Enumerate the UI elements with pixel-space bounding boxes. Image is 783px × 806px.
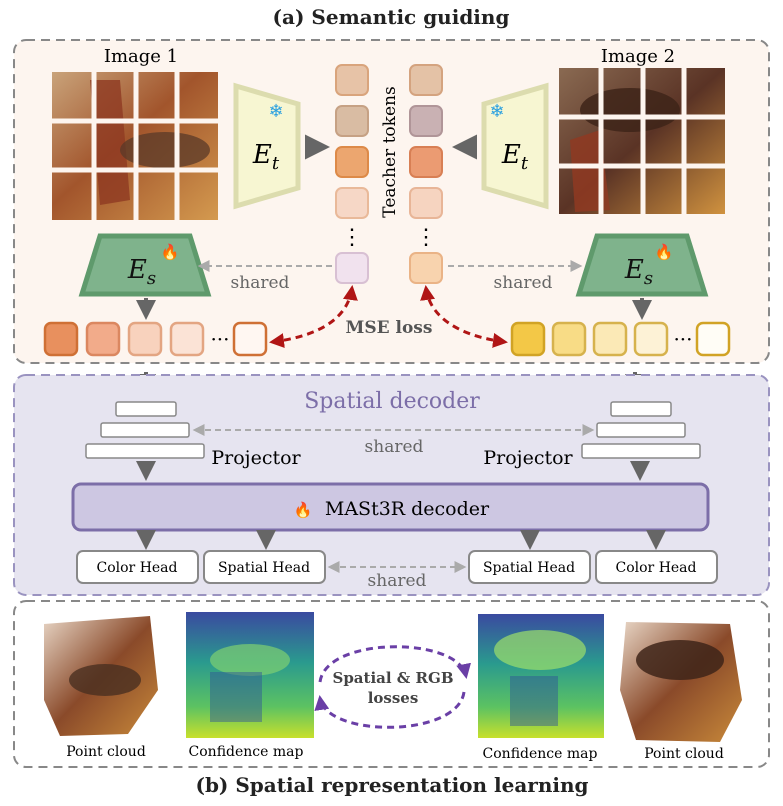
image1-patches (52, 72, 218, 220)
teacher-tokens-right: ⋮ (409, 64, 443, 284)
title-semantic-guiding: (a) Semantic guiding (273, 5, 510, 29)
svg-text:Color Head: Color Head (97, 560, 178, 576)
spatial-decoder-title: Spatial decoder (304, 389, 480, 414)
teacher-tokens-left: ⋮ (335, 64, 369, 284)
student-tokens-right: ··· (510, 321, 731, 357)
teacher-encoder-left: ❄ Et (233, 82, 301, 210)
image1-label: Image 1 (104, 46, 178, 67)
svg-text:···: ··· (673, 327, 692, 351)
mse-loss-label: MSE loss (346, 318, 433, 338)
fire-icon: 🔥 (655, 243, 674, 261)
svg-text:Et: Et (501, 140, 529, 174)
svg-text:···: ··· (210, 327, 229, 351)
point-cloud-image-left (44, 616, 158, 736)
projector-label-left: Projector (211, 447, 301, 469)
head-color-left: Color Head (76, 550, 199, 584)
mse-arrow-right (420, 285, 508, 348)
mse-arrow-left (269, 285, 358, 348)
svg-text:Spatial Head: Spatial Head (218, 560, 310, 576)
mast3r-decoder (71, 482, 710, 532)
projector-label-right: Projector (483, 447, 573, 469)
svg-text:⋮: ⋮ (341, 225, 363, 250)
loss-loop-bottom (314, 691, 466, 729)
snowflake-icon: ❄ (489, 101, 504, 122)
loss-loop-top (318, 645, 471, 683)
head-spatial-left: Spatial Head (203, 550, 326, 584)
svg-text:⋮: ⋮ (415, 225, 437, 250)
projector-right (581, 401, 701, 459)
fire-icon: 🔥 (161, 243, 180, 261)
loss-label-line2: losses (368, 689, 419, 707)
svg-text:Color Head: Color Head (616, 560, 697, 576)
snowflake-icon: ❄ (268, 101, 283, 122)
fire-icon: 🔥 (294, 501, 313, 519)
title-spatial-learning: (b) Spatial representation learning (195, 773, 588, 797)
confidence-map-image-left (186, 612, 314, 738)
shared-label-right: shared (494, 273, 553, 293)
head-color-right: Color Head (595, 550, 718, 584)
student-tokens-left: ··· (43, 321, 268, 357)
heads-shared-label: shared (368, 571, 427, 591)
mast3r-label: MASt3R decoder (325, 498, 490, 520)
loss-label-line1: Spatial & RGB (332, 669, 453, 687)
student-encoder-right: Es 🔥 (575, 233, 709, 297)
head-spatial-right: Spatial Head (468, 550, 591, 584)
svg-text:Et: Et (252, 140, 280, 174)
projector-shared-label: shared (365, 437, 424, 457)
image2-label: Image 2 (601, 46, 675, 67)
shared-label-left: shared (231, 273, 290, 293)
point-cloud-label-right: Point cloud (644, 746, 724, 762)
point-cloud-label-left: Point cloud (66, 744, 146, 760)
confidence-label-left: Confidence map (189, 744, 304, 760)
student-encoder-left: Es 🔥 (78, 233, 212, 297)
image2-patches (559, 68, 725, 214)
teacher-tokens-label: Teacher tokens (380, 86, 400, 217)
svg-text:Es: Es (127, 255, 156, 289)
confidence-map-image-right (478, 614, 604, 738)
svg-text:Spatial Head: Spatial Head (483, 560, 575, 576)
svg-text:Es: Es (624, 255, 653, 289)
point-cloud-image-right (620, 622, 742, 742)
projector-left (85, 401, 205, 459)
teacher-encoder-right: ❄ Et (481, 82, 549, 210)
confidence-label-right: Confidence map (483, 746, 598, 762)
